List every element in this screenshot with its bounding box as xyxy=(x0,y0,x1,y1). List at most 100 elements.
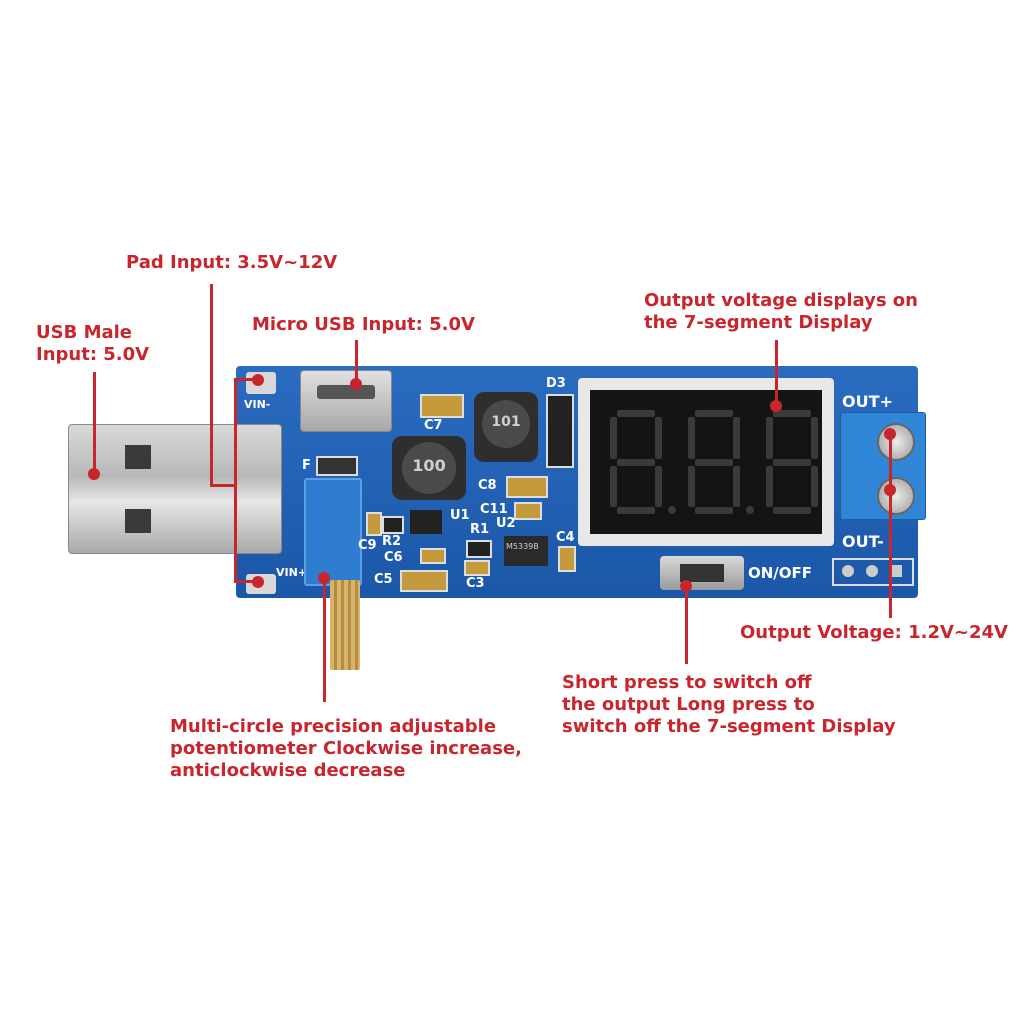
terminal-screw-top[interactable] xyxy=(877,423,915,461)
capacitor-c11 xyxy=(514,502,542,520)
digit-2-segment-4 xyxy=(811,417,818,459)
digit-1-segment-3 xyxy=(688,417,695,459)
usb-male-connector xyxy=(68,424,282,554)
output-voltage-line xyxy=(889,432,892,618)
on-off-switch[interactable] xyxy=(660,556,744,590)
digit-0-segment-0 xyxy=(617,410,655,417)
digit-1-segment-2 xyxy=(695,507,733,514)
ic-u1 xyxy=(410,510,442,534)
c9-label: C9 xyxy=(358,538,377,553)
fuse xyxy=(316,456,358,476)
on-off-label: ON/OFF xyxy=(748,564,813,582)
capacitor-c7 xyxy=(420,394,464,418)
d3-label: D3 xyxy=(546,376,566,391)
c5-label: C5 xyxy=(374,572,393,587)
c8-label: C8 xyxy=(478,478,497,493)
inductor-101-label: 101 xyxy=(491,414,521,430)
switch-callout: Short press to switch off the output Lon… xyxy=(562,672,896,737)
potentiometer-screw[interactable] xyxy=(330,580,360,670)
pad-input-bracket-top xyxy=(234,378,258,381)
usb-male-dot xyxy=(88,468,100,480)
digit-2-segment-0 xyxy=(773,410,811,417)
f-label: F xyxy=(302,458,311,473)
capacitor-c6 xyxy=(420,548,446,564)
display-dot xyxy=(770,400,782,412)
capacitor-c5 xyxy=(400,570,448,592)
u1-label: U1 xyxy=(450,508,470,523)
c7-label: C7 xyxy=(424,418,443,433)
digit-0-decimal-point xyxy=(668,506,676,514)
usb-male-line xyxy=(93,372,96,472)
potentiometer-dot xyxy=(318,572,330,584)
display-digits xyxy=(590,390,822,534)
digit-1-segment-5 xyxy=(688,465,695,507)
digit-0-segment-1 xyxy=(617,458,655,466)
ic-u2: M5339B xyxy=(504,536,548,566)
micro-usb-port xyxy=(300,370,392,432)
pad-input-dot-top xyxy=(252,374,264,386)
output-voltage-callout: Output Voltage: 1.2V~24V xyxy=(740,622,1008,643)
pad-input-callout: Pad Input: 3.5V~12V xyxy=(126,252,338,273)
digit-0-segment-3 xyxy=(610,417,617,459)
display-callout: Output voltage displays on the 7-segment… xyxy=(644,290,918,333)
diode-d3 xyxy=(546,394,574,468)
digit-1-segment-0 xyxy=(695,410,733,417)
r2-label: R2 xyxy=(382,534,402,549)
usb-slot-bottom xyxy=(125,509,151,533)
vin-minus-label: VIN- xyxy=(244,398,271,411)
inductor-100-label: 100 xyxy=(412,456,446,475)
pad-input-bracket-bottom xyxy=(234,580,258,583)
c6-label: C6 xyxy=(384,550,403,565)
pad-input-line-h xyxy=(210,484,236,487)
switch-dot xyxy=(680,580,692,592)
potentiometer-callout: Multi-circle precision adjustable potent… xyxy=(170,716,522,781)
digit-1-segment-1 xyxy=(695,458,733,466)
out-pins xyxy=(832,558,914,586)
potentiometer-line xyxy=(323,576,326,702)
capacitor-c3 xyxy=(464,560,490,576)
r1-label: R1 xyxy=(470,522,490,537)
digit-0-segment-6 xyxy=(655,465,662,507)
c3-label: C3 xyxy=(466,576,485,591)
vin-plus-label: VIN+ xyxy=(276,566,308,579)
digit-1-segment-4 xyxy=(733,417,740,459)
switch-line xyxy=(685,584,688,664)
pad-input-dot-bottom xyxy=(252,576,264,588)
digit-0-segment-4 xyxy=(655,417,662,459)
output-voltage-dot-bottom xyxy=(884,484,896,496)
inductor-101: 101 xyxy=(474,392,538,462)
c11-label: C11 xyxy=(480,502,508,517)
micro-usb-line xyxy=(355,340,358,384)
digit-0-segment-2 xyxy=(617,507,655,514)
digit-2-segment-3 xyxy=(766,417,773,459)
display-line xyxy=(775,340,778,404)
resistor-r2 xyxy=(382,516,404,534)
ic-u2-marking: M5339B xyxy=(506,542,539,551)
potentiometer-body[interactable] xyxy=(304,478,362,586)
digit-0-segment-5 xyxy=(610,465,617,507)
capacitor-c4 xyxy=(558,546,576,572)
output-terminal-block[interactable] xyxy=(840,412,926,520)
output-voltage-dot-top xyxy=(884,428,896,440)
pad-input-bracket-v xyxy=(234,378,237,582)
digit-2-segment-1 xyxy=(773,458,811,466)
digit-2-segment-6 xyxy=(811,465,818,507)
digit-1-segment-6 xyxy=(733,465,740,507)
pad-input-line-v1 xyxy=(210,284,213,486)
micro-usb-callout: Micro USB Input: 5.0V xyxy=(252,314,475,335)
usb-male-callout: USB Male Input: 5.0V xyxy=(36,322,150,365)
c4-label: C4 xyxy=(556,530,575,545)
terminal-screw-bottom[interactable] xyxy=(877,477,915,515)
digit-1-decimal-point xyxy=(746,506,754,514)
digit-2-segment-2 xyxy=(773,507,811,514)
out-minus-label: OUT- xyxy=(842,532,884,551)
usb-slot-top xyxy=(125,445,151,469)
inductor-100: 100 xyxy=(392,436,466,500)
u2-label: U2 xyxy=(496,516,516,531)
seven-segment-display xyxy=(578,378,834,546)
capacitor-c9 xyxy=(366,512,382,536)
digit-2-segment-5 xyxy=(766,465,773,507)
micro-usb-dot xyxy=(350,378,362,390)
capacitor-c8 xyxy=(506,476,548,498)
out-plus-label: OUT+ xyxy=(842,392,893,411)
